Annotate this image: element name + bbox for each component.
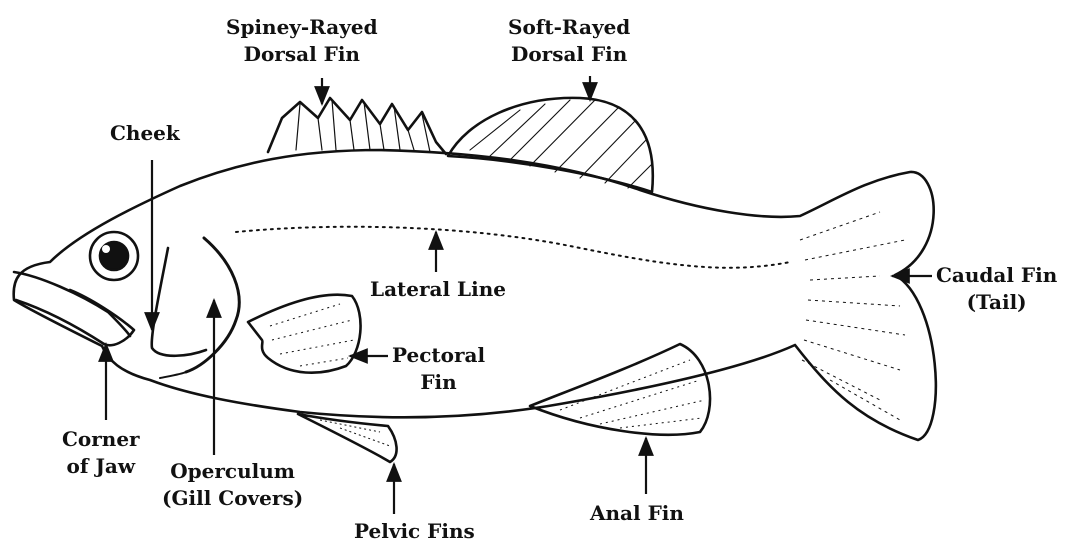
label-corner-of-jaw: Corner of Jaw	[62, 426, 140, 480]
pelvic-fin	[298, 414, 397, 462]
label-line: Pectoral	[392, 342, 485, 369]
anal-fin	[530, 344, 710, 435]
label-operculum: Operculum (Gill Covers)	[162, 458, 303, 512]
label-pectoral-fin: Pectoral Fin	[392, 342, 485, 396]
spiny-dorsal-fin	[268, 98, 446, 154]
lower-jaw	[16, 300, 104, 344]
label-lateral-line: Lateral Line	[370, 276, 506, 303]
label-line: Pelvic Fins	[354, 518, 475, 545]
label-line: Operculum	[162, 458, 303, 485]
label-anal-fin: Anal Fin	[590, 500, 684, 527]
label-pelvic-fins: Pelvic Fins	[354, 518, 475, 545]
label-line: (Tail)	[936, 289, 1057, 316]
label-line: Fin	[392, 369, 485, 396]
operculum-edge	[186, 238, 239, 372]
label-cheek: Cheek	[110, 120, 180, 147]
label-line: Spiney-Rayed	[226, 14, 378, 41]
label-line: of Jaw	[62, 453, 140, 480]
label-caudal-fin: Caudal Fin (Tail)	[936, 262, 1057, 316]
label-line: Lateral Line	[370, 276, 506, 303]
maxilla	[70, 290, 134, 345]
fin-stippling	[270, 212, 905, 446]
label-soft-rayed-dorsal-fin: Soft-Rayed Dorsal Fin	[508, 14, 630, 68]
label-line: Dorsal Fin	[226, 41, 378, 68]
label-line: Anal Fin	[590, 500, 684, 527]
upper-jaw	[14, 272, 130, 336]
label-line: (Gill Covers)	[162, 485, 303, 512]
cheek-line	[152, 248, 206, 356]
label-line: Caudal Fin	[936, 262, 1057, 289]
label-line: Dorsal Fin	[508, 41, 630, 68]
pectoral-fin	[248, 295, 361, 373]
lateral-line	[236, 227, 790, 268]
label-line: Cheek	[110, 120, 180, 147]
label-line: Corner	[62, 426, 140, 453]
label-spiney-rayed-dorsal-fin: Spiney-Rayed Dorsal Fin	[226, 14, 378, 68]
label-line: Soft-Rayed	[508, 14, 630, 41]
